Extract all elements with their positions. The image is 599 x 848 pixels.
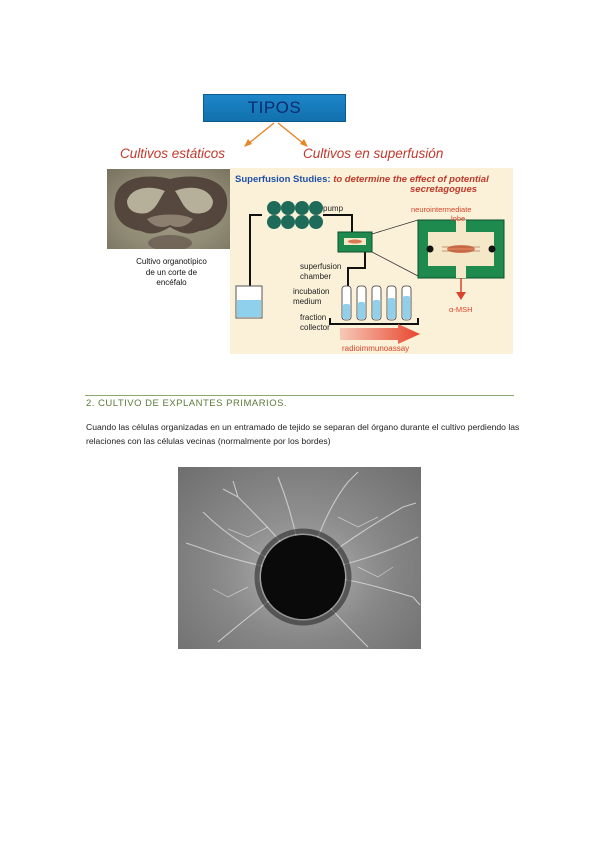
section-heading: 2. CULTIVO DE EXPLANTES PRIMARIOS. (86, 398, 288, 409)
brain-slice-drawing (114, 176, 228, 249)
superfusion-chamber (337, 231, 373, 253)
lobe-label-1: neurointermediate (411, 205, 471, 214)
static-cultures-label: Cultivos estáticos (120, 146, 226, 161)
pump-icon (267, 201, 323, 229)
lobe-label-2: lobe (451, 214, 465, 223)
arrow-right-head (300, 139, 308, 147)
svg-text:Superfusion Studies: to: Superfusion Studies: to determine the ef… (235, 174, 489, 185)
types-title: TIPOS (203, 94, 346, 122)
explant-drawing (185, 471, 421, 648)
fraction-collector-tubes (329, 285, 419, 325)
radioimmunoassay-label: radioimmunoassay (342, 344, 409, 353)
incubation-medium-beaker (235, 285, 263, 319)
collector-label-2: collector (300, 323, 330, 332)
slice-caption-line-3: encéfalo (156, 278, 187, 287)
explant-culture-photo (178, 467, 421, 649)
medium-label-2: medium (293, 297, 322, 306)
sf-title-rest-2: secretagogues (410, 184, 477, 195)
section-body-text: Cuando las células organizadas en un ent… (86, 422, 520, 446)
superfusion-diagram: Superfusion Studies: to determine the ef… (235, 174, 505, 353)
superfusion-cultures-label: Cultivos en superfusión (303, 146, 444, 161)
sf-title-rest-1: to determine the effect of potential (333, 174, 489, 185)
brain-slice-photo (107, 169, 234, 249)
arrow-right (277, 122, 305, 145)
superfusion-figure: Superfusion Studies: to determine the ef… (230, 168, 513, 354)
slice-caption-line-2: de un corte de (145, 267, 198, 277)
branch-arrows (244, 122, 308, 147)
chamber-label-2: chamber (300, 272, 331, 281)
slice-caption: Cultivo organotípico de un corte de encé… (104, 257, 239, 289)
slice-caption-line-1: Cultivo organotípico (136, 257, 207, 266)
chamber-label-1: superfusion (300, 262, 341, 271)
arrow-left (247, 122, 275, 145)
chamber-detail (417, 219, 505, 279)
msh-label: α-MSH (449, 305, 473, 314)
msh-arrow (456, 292, 466, 300)
medium-label-1: incubation (293, 287, 329, 296)
collector-label-1: fraction (300, 313, 326, 322)
sf-title-bold: Superfusion Studies: (235, 174, 331, 185)
pump-label: pump (323, 204, 344, 213)
arrow-left-head (244, 139, 252, 147)
radioimmunoassay-arrow (340, 324, 420, 344)
section-divider (85, 395, 514, 396)
